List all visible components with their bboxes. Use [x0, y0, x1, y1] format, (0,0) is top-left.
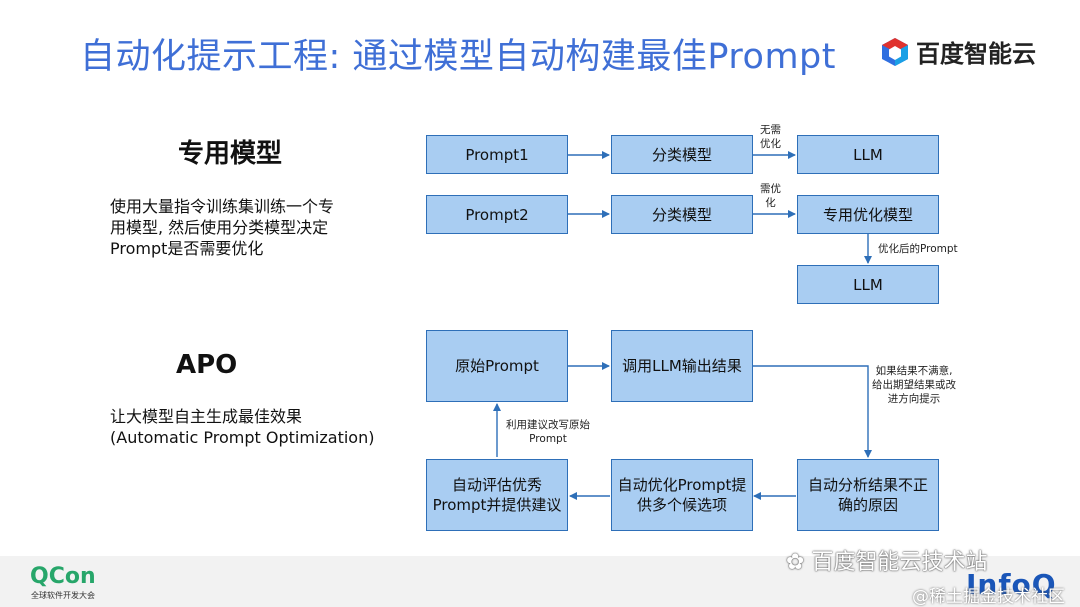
- note-rewrite: 利用建议改写原始 Prompt: [506, 418, 590, 446]
- qcon-logo: QCon: [30, 564, 96, 589]
- wechat-icon: ✿: [786, 550, 805, 575]
- box-line: 自动评估优秀: [451, 476, 542, 494]
- call-llm-box: 调用LLM输出结果: [611, 330, 753, 402]
- section1-title: 专用模型: [178, 139, 283, 169]
- evaluate-box: 自动评估优秀 Prompt并提供建议: [426, 459, 568, 531]
- note-line: 优化: [760, 138, 781, 150]
- baidu-cloud-logo-icon: [882, 37, 908, 66]
- analyze-result-box: 自动分析结果不正 确的原因: [797, 459, 939, 531]
- llm-box-2: LLM: [797, 265, 939, 304]
- arrow-call-llm-to-analyze: [753, 365, 872, 458]
- box-line: 自动分析结果不正: [807, 476, 928, 494]
- classify-model-box-2: 分类模型: [611, 195, 753, 234]
- note-line: 化: [765, 197, 776, 209]
- note-line: 无需: [760, 124, 781, 136]
- note-optimized-prompt: 优化后的Prompt: [878, 243, 958, 255]
- watermark-baidu: ✿ 百度智能云技术站: [786, 544, 987, 576]
- auto-optimize-box: 自动优化Prompt提 供多个候选项: [611, 459, 753, 531]
- note-no-optimization: 无需 优化: [760, 123, 781, 151]
- note-line: 给出期望结果或改: [872, 379, 956, 391]
- note-line: Prompt: [529, 433, 567, 445]
- optimize-model-box: 专用优化模型: [797, 195, 939, 234]
- logo-text: 百度智能云: [916, 40, 1036, 68]
- note-line: 如果结果不满意,: [875, 365, 953, 377]
- box-line: 供多个候选项: [636, 496, 727, 514]
- section2-title: APO: [176, 350, 238, 380]
- infoq-logo: InfoQ: [966, 568, 1057, 601]
- section1-desc-line: 使用大量指令训练集训练一个专: [110, 197, 335, 216]
- page-title: 自动化提示工程: 通过模型自动构建最佳Prompt: [80, 37, 836, 77]
- watermark-text: 百度智能云技术站: [811, 550, 988, 575]
- watermark-juejin: @稀土掘金技术社区: [912, 587, 1065, 607]
- note-need-optimization: 需优 化: [760, 182, 781, 210]
- raw-prompt-box: 原始Prompt: [426, 330, 568, 402]
- section2-desc-line: 让大模型自主生成最佳效果: [110, 407, 303, 426]
- prompt1-box: Prompt1: [426, 135, 568, 174]
- box-line: Prompt并提供建议: [432, 496, 562, 514]
- footer-bar: [0, 556, 1080, 607]
- note-line: 利用建议改写原始: [506, 419, 590, 431]
- section2-description: 让大模型自主生成最佳效果 (Automatic Prompt Optimizat…: [110, 406, 374, 448]
- classify-model-box-1: 分类模型: [611, 135, 753, 174]
- box-line: 确的原因: [837, 496, 898, 514]
- qcon-subtitle: 全球软件开发大会: [31, 591, 95, 600]
- llm-box-1: LLM: [797, 135, 939, 174]
- baidu-cloud-logo: 百度智能云: [880, 34, 1036, 69]
- section1-description: 使用大量指令训练集训练一个专 用模型, 然后使用分类模型决定 Prompt是否需…: [110, 196, 334, 259]
- note-unsatisfied: 如果结果不满意, 给出期望结果或改 进方向提示: [872, 364, 956, 406]
- note-line: 需优: [760, 183, 781, 195]
- note-line: 进方向提示: [887, 393, 941, 405]
- section1-desc-line: Prompt是否需要优化: [110, 239, 264, 258]
- section2-desc-line: (Automatic Prompt Optimization): [110, 428, 375, 447]
- prompt2-box: Prompt2: [426, 195, 568, 234]
- box-line: 自动优化Prompt提: [617, 476, 747, 494]
- section1-desc-line: 用模型, 然后使用分类模型决定: [110, 218, 329, 237]
